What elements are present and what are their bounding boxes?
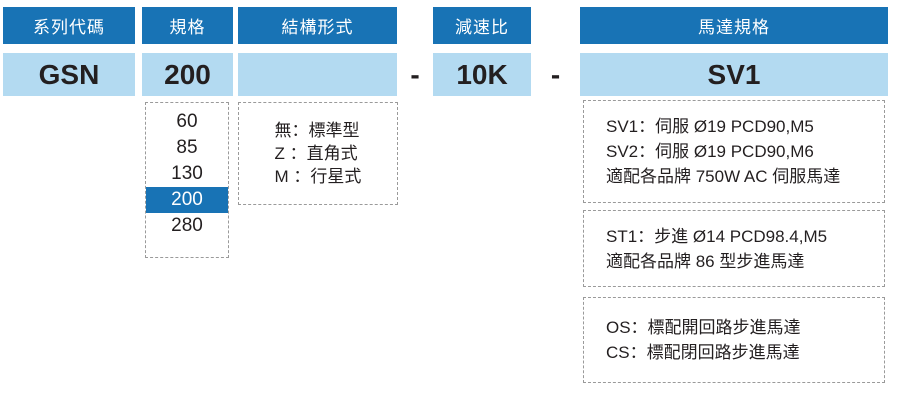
value-motor: SV1 [580, 53, 888, 96]
motor-option-servo-note: 適配各品牌 750W AC 伺服馬達 [606, 167, 841, 186]
column-header-structure: 結構形式 [238, 7, 397, 44]
motor-option-servo: SV1：伺服 Ø19 PCD90,M5 [606, 117, 814, 136]
spec-option: 130 [171, 163, 203, 184]
motor-options-servo-box: SV1：伺服 Ø19 PCD90,M5 SV2：伺服 Ø19 PCD90,M6 … [583, 100, 885, 203]
code-separator-1: - [410, 58, 420, 90]
value-ratio: 10K [433, 53, 531, 96]
column-header-motor: 馬達規格 [580, 7, 888, 44]
structure-option: Z ：直角式 [274, 144, 358, 163]
spec-option-selected: 200 [146, 187, 228, 213]
motor-option-stepper-note: 適配各品牌 86 型步進馬達 [606, 251, 805, 271]
motor-options-stepper-box: ST1：步進 Ø14 PCD98.4,M5 適配各品牌 86 型步進馬達 [583, 210, 885, 287]
motor-options-loop-box: OS：標配開回路步進馬達 CS：標配閉回路步進馬達 [583, 297, 885, 383]
column-header-ratio: 減速比 [433, 7, 531, 44]
column-header-series-code: 系列代碼 [3, 7, 135, 44]
spec-option: 60 [176, 111, 198, 132]
structure-option: 無：標準型 [274, 121, 360, 140]
column-header-spec: 規格 [142, 7, 233, 44]
spec-option: 280 [171, 215, 203, 236]
motor-option-open-loop: OS：標配開回路步進馬達 [606, 318, 801, 337]
value-structure [238, 53, 397, 96]
spec-option: 85 [176, 137, 198, 158]
spec-options-box: 60 85 130 200 280 [145, 102, 229, 258]
motor-option-stepper: ST1：步進 Ø14 PCD98.4,M5 [606, 226, 828, 246]
value-spec: 200 [142, 53, 233, 96]
motor-option-servo: SV2：伺服 Ø19 PCD90,M6 [606, 142, 814, 161]
structure-option: M ：行星式 [274, 167, 362, 186]
motor-option-closed-loop: CS：標配閉回路步進馬達 [606, 343, 800, 362]
code-separator-2: - [550, 58, 561, 90]
value-series-code: GSN [3, 53, 135, 96]
structure-options-box: 無：標準型 Z ：直角式 M ：行星式 [238, 102, 398, 205]
